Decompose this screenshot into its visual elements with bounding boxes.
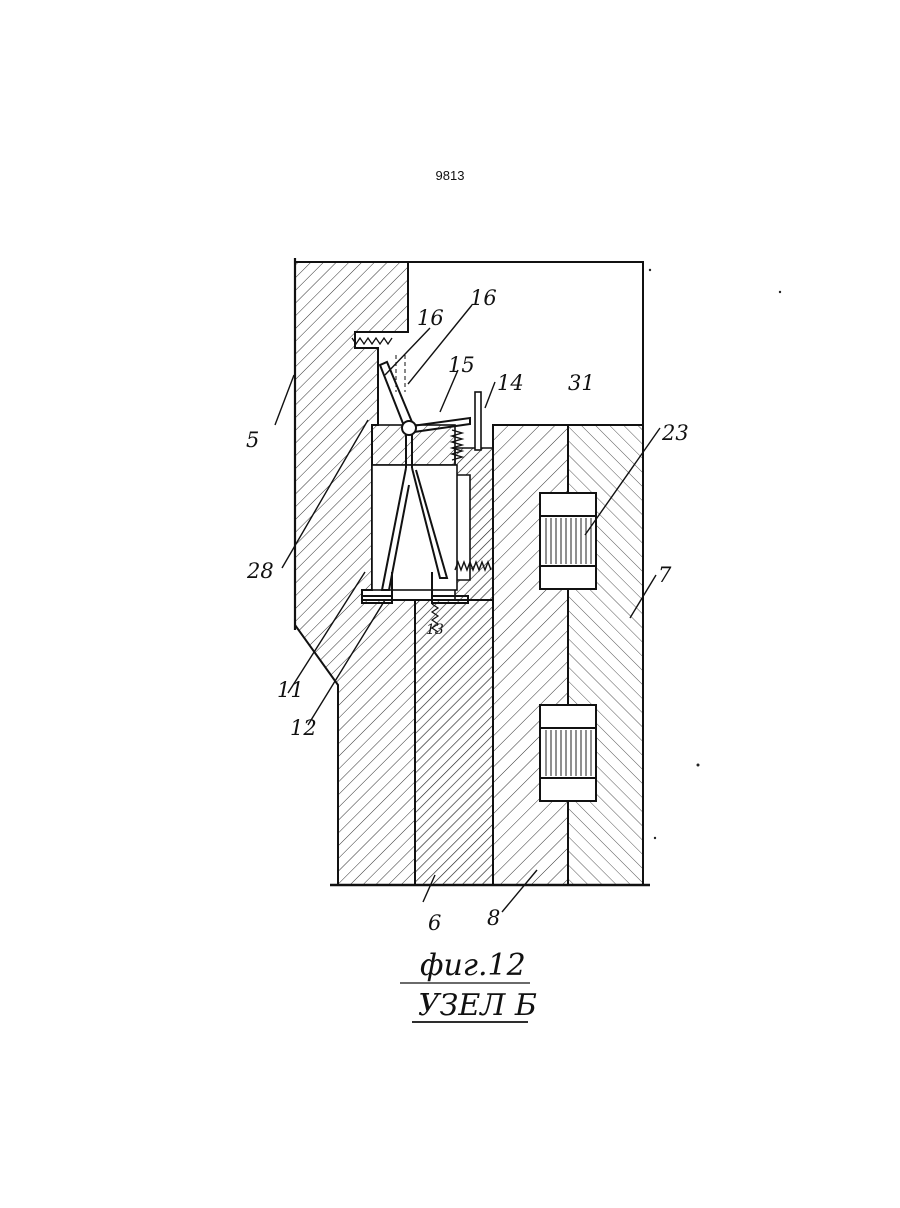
spring-block — [455, 448, 493, 600]
label-23: 23 — [661, 421, 689, 445]
label-8: 8 — [487, 906, 500, 930]
label-13: 13 — [426, 622, 444, 638]
label-14: 14 — [497, 371, 524, 395]
label-16a: 16 — [417, 306, 444, 330]
figure-caption: фиг.12 — [420, 948, 526, 983]
roller-lower — [540, 705, 596, 801]
stop-element — [352, 338, 392, 344]
label-31: 31 — [568, 371, 595, 395]
label-16b: 16 — [470, 286, 497, 310]
pin-14 — [475, 392, 481, 450]
label-28: 28 — [246, 559, 274, 583]
label-15: 15 — [448, 353, 475, 377]
chamber-31 — [408, 262, 643, 425]
roller-upper — [540, 493, 596, 589]
insert-6 — [415, 600, 493, 885]
label-11: 11 — [277, 678, 304, 702]
figure-subcaption: УЗЕЛ Б — [418, 988, 537, 1023]
label-5: 5 — [246, 428, 259, 452]
pivot-joint — [402, 421, 416, 435]
label-12: 12 — [290, 716, 317, 740]
label-7: 7 — [658, 563, 672, 587]
label-6: 6 — [428, 911, 441, 935]
